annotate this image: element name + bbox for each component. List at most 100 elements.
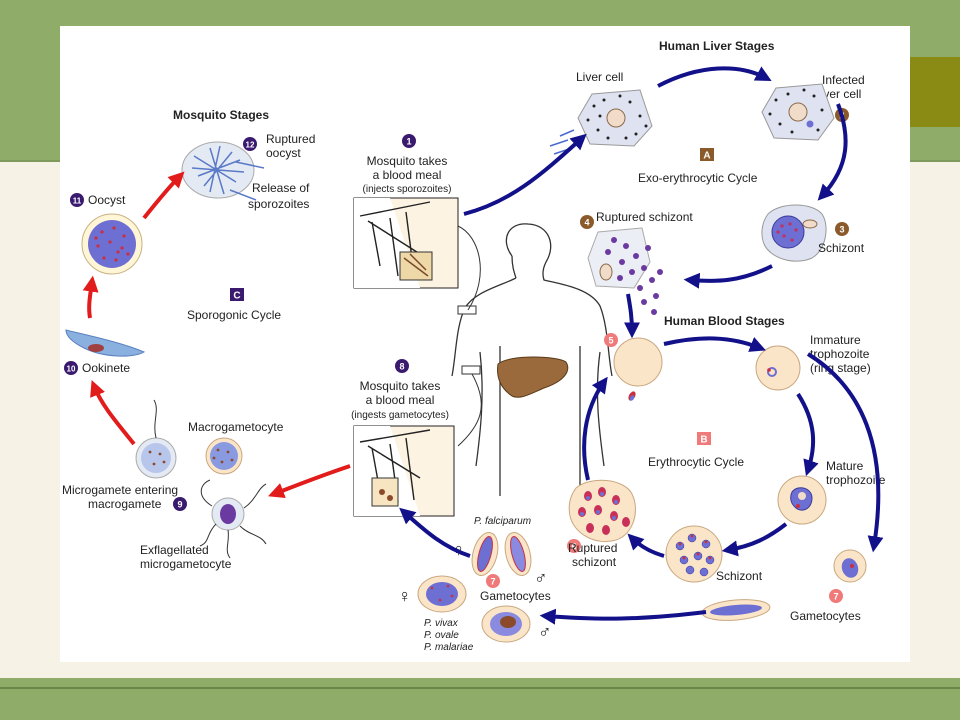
vivax-male-gametocyte — [481, 605, 531, 643]
step-10-badge — [64, 361, 78, 375]
cycle-a-name: Exo-erythrocytic Cycle — [638, 171, 758, 185]
blood-schizont-label: Schizont — [716, 569, 763, 583]
step-9-line1: Microgamete entering — [62, 483, 178, 497]
step-8-number: 8 — [399, 362, 404, 372]
species-vivax: P. vivax — [424, 618, 459, 629]
mature-line2: trophozoite — [826, 473, 886, 487]
slide-bottom-line — [0, 687, 960, 689]
cycle-c-badge — [230, 288, 244, 301]
header-blood-stages: Human Blood Stages — [664, 314, 785, 328]
step-12-badge — [243, 137, 257, 151]
step-7b-number: 7 — [833, 592, 838, 602]
mature-line1: Mature — [826, 459, 864, 473]
step-11-number: 11 — [73, 197, 82, 206]
step-1-line1: Mosquito takes — [367, 154, 448, 168]
cycle-b-letter: B — [700, 435, 707, 446]
male-symbol-falciparum: ♂ — [534, 568, 548, 588]
mosquito-panel-top — [353, 197, 459, 289]
arm-marker-lower — [461, 365, 481, 375]
connector-lower — [457, 373, 482, 447]
red-blood-cell — [613, 337, 663, 387]
step-11-badge — [70, 193, 84, 207]
blue-cycle-arrows — [399, 66, 884, 625]
step-4-number: 4 — [584, 218, 589, 228]
step-7a-badge — [486, 574, 500, 588]
cycle-c-letter: C — [233, 291, 240, 302]
exflag-line2: microgametocyte — [140, 557, 232, 571]
step-12-line2: oocyst — [266, 146, 301, 160]
macrogametocyte-label: Macrogametocyte — [188, 420, 284, 434]
ookinete — [65, 329, 146, 357]
step-3-number: 3 — [839, 225, 844, 235]
step-7a-label: Gametocytes — [480, 589, 551, 603]
red-cycle-arrows — [82, 171, 351, 499]
mosquito-panel-bottom — [353, 425, 455, 517]
step-7b-label: Gametocytes — [790, 609, 861, 623]
step-9-badge — [173, 497, 187, 511]
step-5-badge — [604, 333, 618, 347]
step-12-number: 12 — [246, 141, 255, 150]
cycle-c-name: Sporogonic Cycle — [187, 308, 281, 322]
cycle-a-badge — [700, 148, 714, 161]
infected-liver-cell — [761, 83, 835, 141]
header-liver-stages: Human Liver Stages — [659, 39, 775, 53]
falciparum-female-gametocyte — [471, 532, 499, 576]
malaria-lifecycle-diagram: Human Liver Stages Mosquito Stages Human… — [60, 26, 910, 662]
step-3-label: Schizont — [818, 241, 865, 255]
step-6-line1: Ruptured — [568, 541, 617, 555]
exflag-line1: Exflagellated — [140, 543, 209, 557]
cycle-b-badge — [697, 432, 711, 445]
oocyst — [81, 213, 143, 275]
step-12-line1: Ruptured — [266, 132, 315, 146]
mature-trophozoite — [777, 475, 827, 525]
step-1-line3: (injects sporozoites) — [363, 184, 452, 195]
macrogametocyte — [205, 437, 243, 475]
blood-schizont — [665, 525, 723, 583]
step-1-badge — [402, 134, 416, 148]
liver-cell-label: Liver cell — [576, 70, 623, 84]
step-3-badge — [835, 222, 849, 236]
cycle-a-letter: A — [703, 151, 710, 162]
step-12-line3: Release of — [252, 181, 310, 195]
female-symbol-vivax: ♀ — [398, 586, 412, 606]
vivax-female-gametocyte — [417, 575, 467, 613]
step-8-line3: (ingests gametocytes) — [351, 410, 449, 421]
immature-line1: Immature — [810, 333, 861, 347]
step-4-badge — [580, 215, 594, 229]
step-6-number: 6 — [571, 542, 576, 552]
step-12-line4: sporozoites — [248, 197, 309, 211]
species-falciparum: P. falciparum — [474, 516, 531, 527]
cycle-b-name: Erythrocytic Cycle — [648, 455, 744, 469]
falciparum-male-gametocyte — [504, 532, 532, 576]
step-6-line2: schizont — [572, 555, 617, 569]
step-1-line2: a blood meal — [373, 168, 442, 182]
exflagellated-microgametocyte — [199, 479, 267, 559]
step-8-line2: a blood meal — [366, 393, 435, 407]
step-4-label: Ruptured schizont — [596, 210, 693, 224]
step-11-label: Oocyst — [88, 193, 126, 207]
ruptured-blood-schizont — [568, 479, 636, 542]
species-malariae: P. malariae — [424, 642, 474, 653]
species-ovale: P. ovale — [424, 630, 459, 641]
merozoite-entering — [628, 391, 636, 401]
gametocyte-right-elongated — [701, 599, 771, 621]
step-7b-badge — [829, 589, 843, 603]
step-2-line2: liver cell — [818, 87, 861, 101]
immature-line2: trophozoite — [810, 347, 870, 361]
step-10-number: 10 — [67, 365, 76, 374]
male-symbol-vivax: ♂ — [538, 622, 552, 642]
header-mosquito-stages: Mosquito Stages — [173, 108, 269, 122]
slide-accent-block — [910, 57, 960, 127]
liver-cell — [577, 89, 653, 147]
ruptured-oocyst — [181, 141, 265, 201]
step-9-number: 9 — [177, 500, 182, 510]
step-1-number: 1 — [406, 137, 411, 147]
step-8-badge — [395, 359, 409, 373]
liver-schizont — [761, 204, 827, 262]
microgamete-entering-cell — [135, 399, 177, 479]
gametocyte-right-round — [833, 549, 867, 583]
liver-organ — [497, 356, 569, 398]
step-8-line1: Mosquito takes — [360, 379, 441, 393]
step-2-line1: Infected — [822, 73, 865, 87]
ruptured-liver-schizont — [587, 227, 663, 315]
